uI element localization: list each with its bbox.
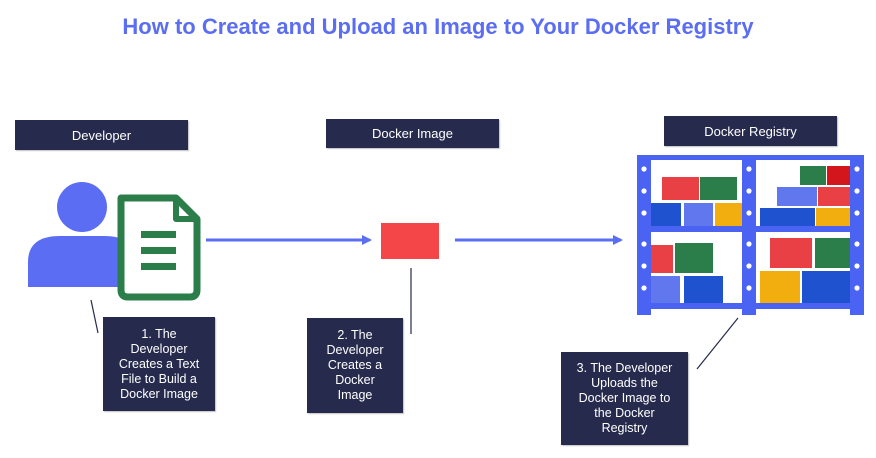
shelf-rail-middle — [637, 226, 864, 232]
shelf-upright-right — [850, 155, 864, 315]
shelf-box — [816, 208, 850, 226]
shelf-upright-left — [637, 155, 651, 315]
shelf-box — [760, 271, 800, 303]
shelf-box — [715, 203, 742, 226]
shelf-box — [777, 187, 817, 206]
shelf-box — [684, 203, 713, 226]
shelf-box — [651, 245, 673, 273]
document-icon — [117, 194, 201, 301]
connector-step-1 — [90, 299, 99, 334]
shelf-box — [815, 238, 850, 268]
shelf-box — [818, 187, 850, 206]
developer-label: Developer — [15, 120, 188, 150]
shelf-box — [684, 276, 723, 303]
docker-image-block — [381, 223, 439, 259]
shelf-box — [760, 208, 815, 226]
docker-registry-label: Docker Registry — [664, 116, 837, 146]
shelf-box — [802, 271, 850, 303]
connector-step-3 — [696, 317, 739, 370]
shelf-box — [827, 166, 850, 185]
shelf-box — [651, 203, 681, 226]
step-3-note: 3. The Developer Uploads the Docker Imag… — [561, 352, 688, 445]
shelf-upright-middle — [742, 155, 756, 315]
registry-shelf-icon — [637, 155, 864, 315]
step-2-note: 2. The Developer Creates a Docker Image — [307, 318, 403, 413]
shelf-box — [700, 177, 737, 200]
person-icon — [28, 182, 136, 287]
shelf-box — [800, 166, 826, 185]
shelf-rail-top — [637, 155, 864, 160]
shelf-box — [770, 238, 812, 268]
step-1-note: 1. The Developer Creates a Text File to … — [103, 317, 215, 411]
docker-image-label: Docker Image — [326, 119, 499, 148]
diagram-title: How to Create and Upload an Image to You… — [122, 14, 754, 39]
shelf-box — [651, 276, 680, 303]
shelf-box — [675, 243, 713, 273]
shelf-box — [662, 177, 699, 200]
shelf-rail-bottom — [637, 303, 864, 309]
